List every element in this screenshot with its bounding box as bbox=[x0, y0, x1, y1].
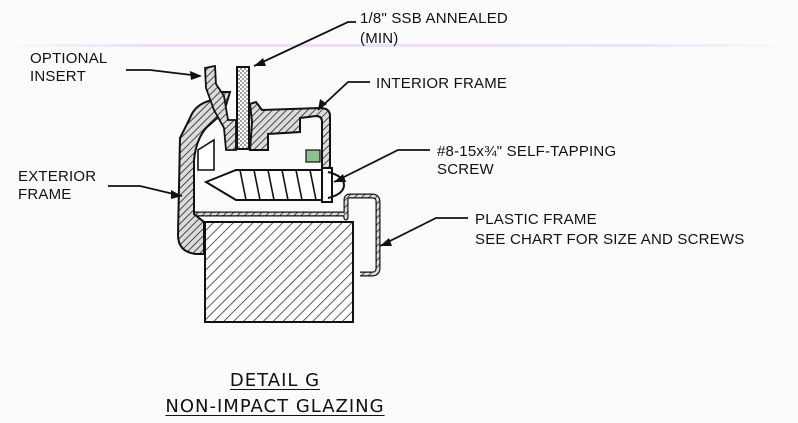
leader-screw bbox=[333, 149, 430, 183]
label-glass-note: (MIN) bbox=[360, 30, 399, 47]
label-screw-line2: SCREW bbox=[437, 161, 494, 178]
plastic-frame-flange bbox=[193, 193, 381, 277]
label-exterior-frame-line2: FRAME bbox=[18, 186, 72, 203]
self-tapping-screw bbox=[203, 167, 346, 203]
leader-glass bbox=[253, 21, 356, 67]
leader-exterior-frame bbox=[108, 185, 183, 197]
leader-optional-insert bbox=[126, 69, 201, 77]
interior-frame bbox=[248, 100, 331, 179]
detail-subtitle: NON-IMPACT GLAZING bbox=[165, 396, 385, 417]
leader-arrowheads bbox=[171, 58, 392, 246]
leader-lines bbox=[108, 21, 468, 247]
label-glass: 1/8" SSB ANNEALED bbox=[360, 10, 508, 27]
leader-plastic-frame bbox=[379, 217, 468, 247]
label-plastic-frame-line2: SEE CHART FOR SIZE AND SCREWS bbox=[475, 231, 745, 248]
label-screw-line1: #8-15x¾" SELF-TAPPING bbox=[437, 143, 617, 160]
exterior-frame bbox=[176, 91, 232, 255]
detail-title: DETAIL G bbox=[229, 370, 321, 391]
plastic-frame-body bbox=[204, 221, 354, 323]
label-exterior-frame-line1: EXTERIOR bbox=[18, 168, 97, 185]
label-optional-insert-line1: OPTIONAL bbox=[30, 50, 108, 67]
label-plastic-frame-line1: PLASTIC FRAME bbox=[475, 211, 597, 228]
label-optional-insert-line2: INSERT bbox=[30, 68, 86, 85]
glass-pane bbox=[236, 66, 250, 150]
label-interior-frame: INTERIOR FRAME bbox=[376, 75, 508, 92]
optional-insert bbox=[204, 64, 237, 151]
leader-interior-frame bbox=[317, 81, 370, 111]
